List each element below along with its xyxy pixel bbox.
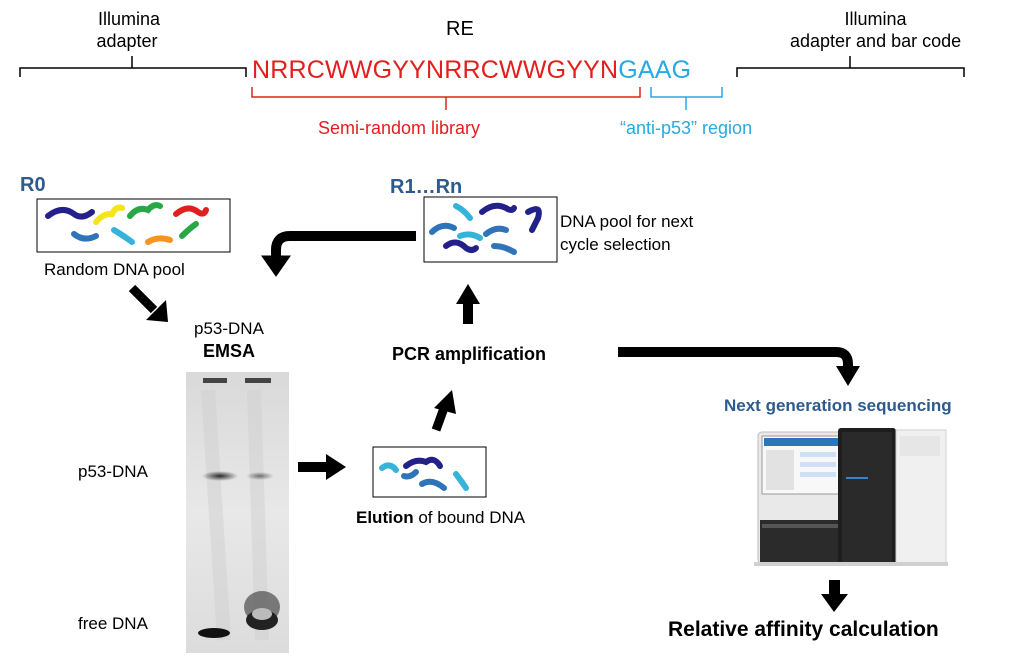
anti-p53-sequence: GAAG bbox=[618, 56, 692, 84]
emsa-gel bbox=[186, 372, 289, 653]
library-sequence: NRRCWWGYYNRRCWWGYYNGAAG bbox=[252, 56, 691, 85]
semi-random-bracket bbox=[251, 87, 641, 110]
r1-rn-label: R1…Rn bbox=[390, 176, 463, 198]
semi-random-label: Semi-random library bbox=[318, 118, 481, 138]
semi-random-sequence: NRRCWWGYYNRRCWWGYYN bbox=[252, 56, 619, 84]
relative-affinity-label: Relative affinity calculation bbox=[668, 618, 939, 641]
band-label-free-dna: free DNA bbox=[78, 614, 148, 633]
elution-dna bbox=[379, 456, 469, 491]
anti-p53-label: “anti-p53” region bbox=[620, 118, 753, 138]
random-pool-caption: Random DNA pool bbox=[44, 260, 185, 279]
arrow-gel-to-elution bbox=[298, 454, 346, 480]
emsa-title: p53-DNA EMSA bbox=[194, 319, 264, 361]
arrow-r0-to-emsa bbox=[128, 284, 168, 322]
right-adapter-label: Illumina adapter and bar code bbox=[790, 9, 962, 51]
next-pool-caption: DNA pool for next cycle selection bbox=[560, 212, 694, 254]
next-pool-dna bbox=[429, 202, 542, 255]
left-adapter-bracket bbox=[19, 56, 247, 77]
random-pool-dna bbox=[45, 202, 209, 245]
anti-p53-bracket bbox=[650, 87, 723, 110]
arrow-elution-to-pcr bbox=[431, 390, 456, 432]
arrow-back-to-r0 bbox=[261, 231, 416, 277]
elution-caption: Elution of bound DNA bbox=[356, 508, 526, 527]
band-label-p53-dna: p53-DNA bbox=[78, 462, 148, 481]
arrow-ngs-to-result bbox=[821, 580, 848, 612]
sequencer-image bbox=[754, 428, 948, 566]
re-label: RE bbox=[446, 18, 474, 40]
r0-label: R0 bbox=[20, 174, 46, 196]
arrow-pcr-to-ngs bbox=[618, 347, 860, 386]
ngs-label: Next generation sequencing bbox=[724, 396, 952, 415]
right-adapter-bracket bbox=[736, 56, 965, 77]
arrow-pcr-to-next-pool bbox=[456, 284, 480, 324]
pcr-label: PCR amplification bbox=[392, 344, 547, 364]
elution-box bbox=[372, 446, 487, 498]
left-adapter-label: Illumina adapter bbox=[96, 9, 161, 51]
